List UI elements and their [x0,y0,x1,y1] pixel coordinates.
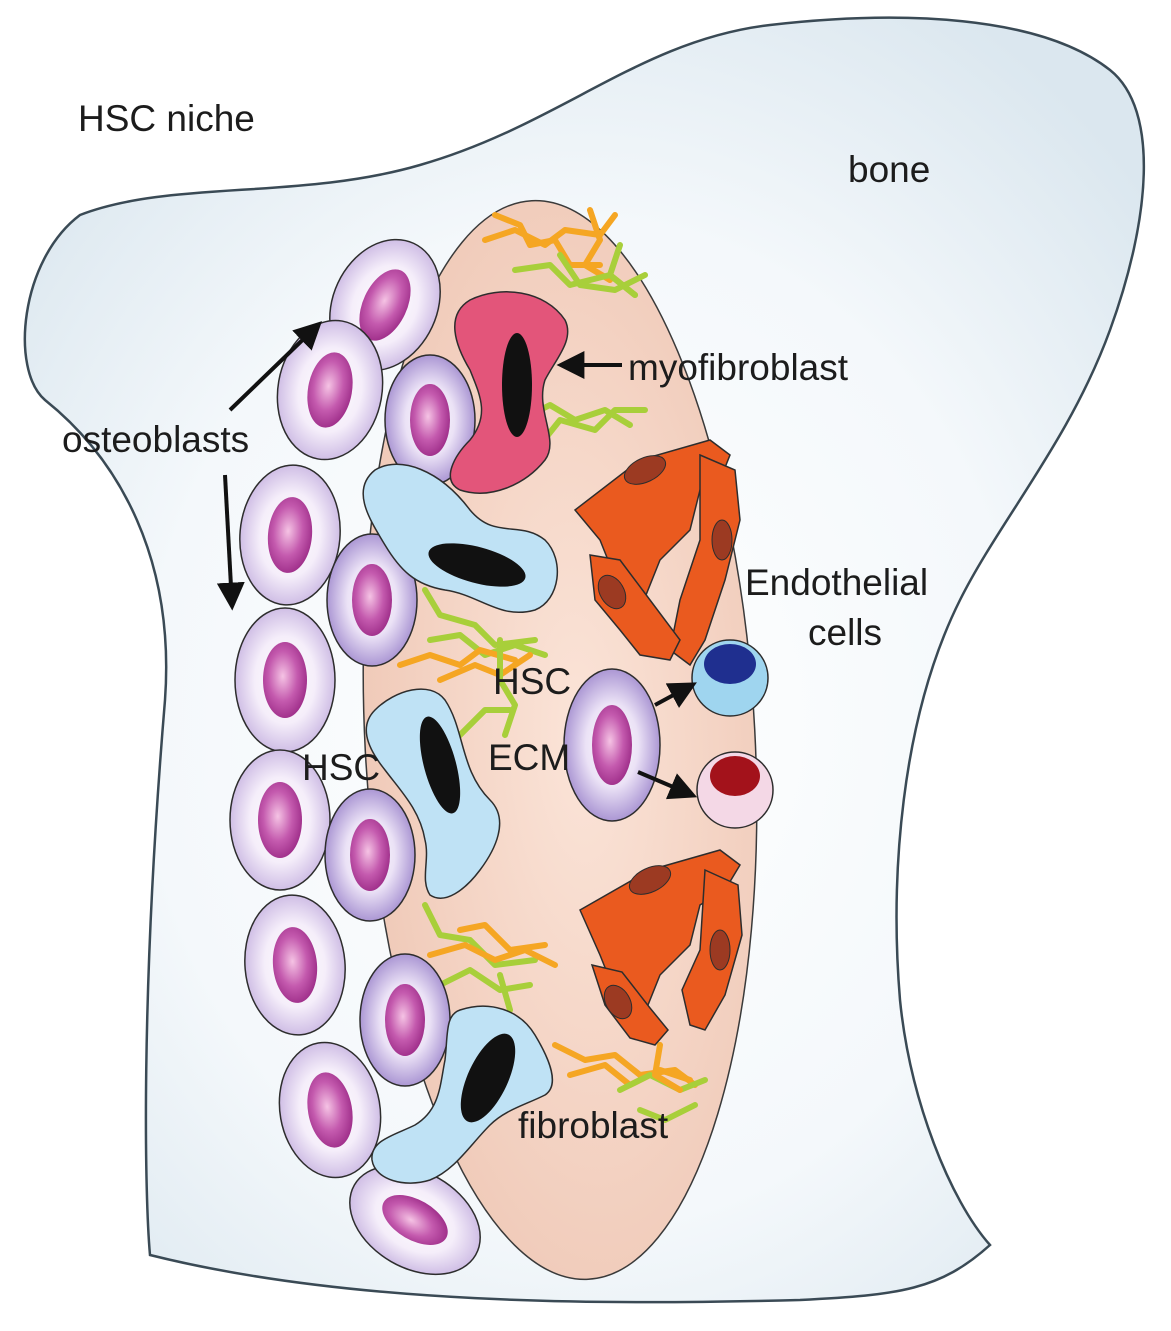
label-hsc-upper: HSC [493,661,571,702]
label-bone: bone [848,149,930,190]
label-hsc-left: HSC [302,747,380,788]
progeny-red-cell [697,752,773,828]
label-osteoblasts: osteoblasts [62,419,249,460]
label-myofibroblast: myofibroblast [628,347,849,388]
label-hsc-niche: HSC niche [78,98,255,139]
osteoblast [325,789,415,921]
osteoblast [235,608,335,752]
label-endothelial: Endothelial [745,562,928,603]
osteoblast [564,669,660,821]
label-fibroblast: fibroblast [518,1105,669,1146]
progeny-blue-cell [692,640,768,716]
osteoblast [360,954,450,1086]
label-ecm: ECM [488,737,570,778]
label-endothelial-cells: cells [808,612,882,653]
